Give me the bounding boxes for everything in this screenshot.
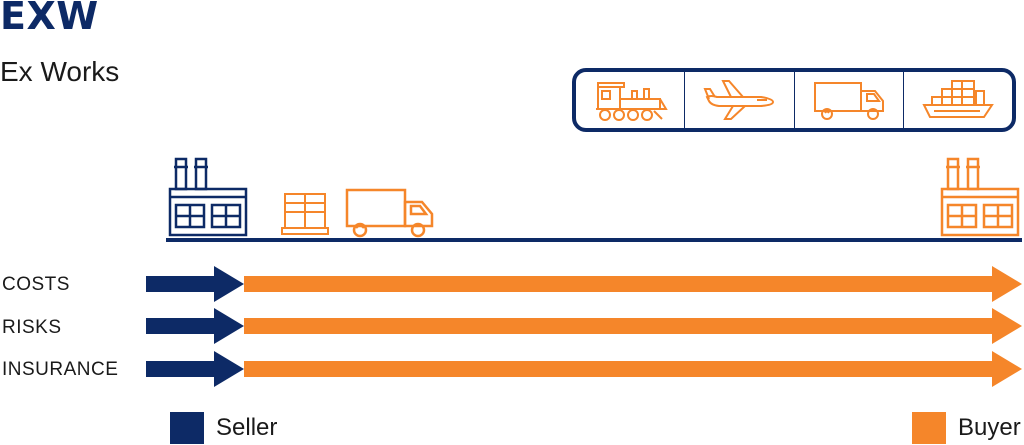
train-icon bbox=[596, 82, 668, 121]
transport-cell-train bbox=[576, 72, 686, 128]
costs-arrow-row bbox=[146, 266, 1022, 302]
airplane-icon bbox=[703, 80, 775, 120]
truck-icon bbox=[813, 82, 884, 120]
transport-cell-ship bbox=[904, 72, 1012, 128]
seller-arrow bbox=[146, 308, 244, 344]
row-label-costs: COSTS bbox=[2, 274, 70, 295]
row-label-risks: RISKS bbox=[2, 317, 62, 338]
seller-arrow bbox=[146, 351, 244, 387]
transport-cell-airplane bbox=[685, 72, 795, 128]
legend-seller-swatch bbox=[170, 412, 204, 444]
transport-modes-box bbox=[572, 68, 1016, 132]
page-subtitle: Ex Works bbox=[0, 56, 120, 87]
ground-line bbox=[166, 238, 1022, 242]
seller-arrow bbox=[146, 266, 244, 302]
buyer-arrow bbox=[244, 266, 1022, 302]
legend-seller-label: Seller bbox=[216, 414, 278, 441]
legend-buyer-label: Buyer bbox=[958, 414, 1021, 441]
seller-factory-icon bbox=[168, 157, 248, 237]
legend-buyer-swatch bbox=[912, 412, 946, 444]
buyer-arrow bbox=[244, 308, 1022, 344]
risks-arrow-row bbox=[146, 308, 1022, 344]
buyer-arrow bbox=[244, 351, 1022, 387]
transport-cell-truck bbox=[795, 72, 904, 128]
container-ship-icon bbox=[922, 80, 994, 118]
pallet-boxes-icon bbox=[281, 193, 329, 235]
row-label-insurance: INSURANCE bbox=[2, 359, 119, 380]
page-title: EXW bbox=[0, 0, 99, 38]
delivery-truck-icon bbox=[345, 188, 434, 238]
insurance-arrow-row bbox=[146, 351, 1022, 387]
buyer-factory-icon bbox=[940, 157, 1020, 237]
